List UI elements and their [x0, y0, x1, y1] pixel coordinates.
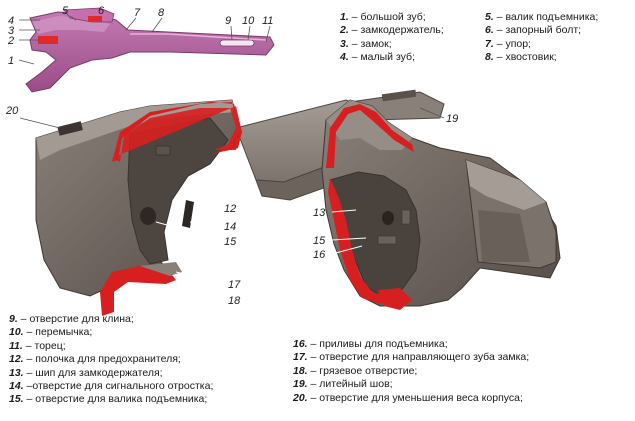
legend-item: 13. – шип для замкодержателя;	[9, 366, 163, 379]
legend-item: 19. – литейный шов;	[293, 378, 393, 391]
legend-item: 5. – валик подъемника;	[485, 11, 599, 23]
legend-item: 8. – хвостовик;	[485, 51, 557, 64]
legend-item: 1. – большой зуб;	[340, 11, 426, 23]
legend-item: 14. –отверстие для сигнального отростка;	[9, 380, 214, 393]
legend-bottom-right: 16. – приливы для подъемника; 17. – отве…	[293, 338, 529, 405]
callout-2: 2	[7, 35, 14, 47]
leader-lines	[18, 15, 445, 301]
legend-item: 9. – отверстие для клина;	[9, 313, 134, 325]
callout-11: 11	[262, 15, 273, 27]
legend-item: 12. – полочка для предохранителя;	[9, 353, 181, 366]
callout-4: 4	[8, 15, 14, 27]
callout-9: 9	[225, 15, 231, 27]
callout-10: 10	[242, 15, 255, 27]
callout-15b: 15	[313, 235, 326, 247]
legend-item: 3. – замок;	[340, 37, 392, 50]
callout-8: 8	[158, 7, 165, 19]
legend-bottom-left: 9. – отверстие для клина; 10. – перемычк…	[9, 313, 213, 407]
legend-item: 10. – перемычка;	[9, 326, 93, 339]
callout-20: 20	[5, 105, 19, 117]
assembled-coupler	[25, 7, 275, 93]
callout-13: 13	[313, 207, 326, 219]
callout-numbers: 1 2 3 4 5 6 7 8 9 10 11 12 13 14 15 15 1…	[5, 5, 458, 307]
callout-12: 12	[224, 203, 236, 215]
callout-3: 3	[8, 25, 15, 37]
callout-1: 1	[8, 55, 14, 67]
callout-17: 17	[228, 279, 241, 291]
legend-item: 2. – замкодержатель;	[340, 24, 444, 37]
legend-item: 4. – малый зуб;	[340, 51, 415, 64]
callout-19: 19	[446, 113, 458, 125]
callout-18: 18	[228, 295, 241, 307]
callout-6: 6	[98, 5, 105, 17]
legend-item: 16. – приливы для подъемника;	[293, 338, 448, 350]
callout-15a: 15	[224, 236, 237, 248]
legend-item: 6. – запорный болт;	[485, 24, 582, 37]
callout-5: 5	[62, 5, 69, 17]
coupler-body	[35, 89, 561, 316]
legend-item: 18. – грязевое отверстие;	[293, 364, 418, 377]
callout-16: 16	[313, 249, 326, 261]
legend-item: 20. – отверстие для уменьшения веса корп…	[293, 391, 523, 404]
legend-item: 11. – торец;	[9, 339, 66, 352]
legend-top-right: 5. – валик подъемника; 6. – запорный бол…	[485, 11, 598, 65]
callout-7: 7	[134, 7, 141, 19]
legend-item: 17. – отверстие для направляющего зуба з…	[293, 351, 530, 364]
legend-top-left: 1. – большой зуб; 2. – замкодержатель; 3…	[340, 11, 444, 65]
legend-item: 7. – упор;	[485, 37, 531, 50]
legend-item: 15. – отверстие для валика подъемника;	[9, 393, 208, 406]
callout-14: 14	[224, 221, 236, 233]
